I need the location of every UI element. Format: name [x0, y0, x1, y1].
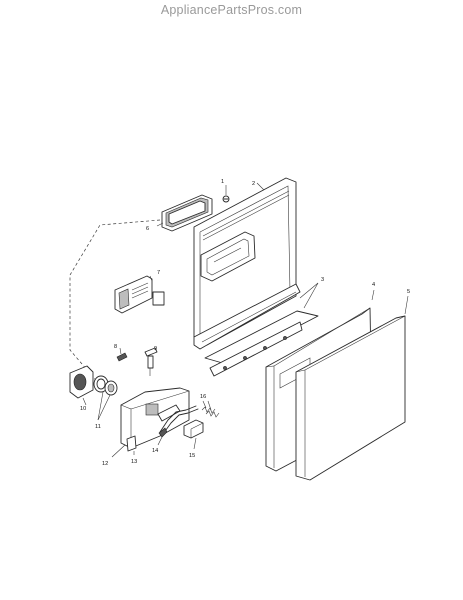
actuator-arm	[157, 405, 199, 446]
callout-6: 6	[146, 226, 149, 232]
callout-10: 10	[80, 406, 86, 412]
callout-8: 8	[114, 344, 117, 350]
callout-12: 12	[102, 461, 108, 467]
callout-3: 3	[321, 277, 324, 283]
solenoid-block	[183, 419, 204, 450]
callout-11: 11	[95, 424, 101, 430]
callout-13: 13	[131, 459, 137, 465]
outer-door-panel	[295, 295, 409, 481]
door-trim-strip	[204, 282, 319, 377]
inner-door-liner	[193, 177, 301, 350]
callout-15: 15	[189, 453, 195, 459]
callout-2: 2	[252, 181, 255, 187]
dashed-reference-outline	[69, 219, 161, 386]
fill-cap-housing	[69, 365, 94, 406]
callout-16: 16	[200, 394, 206, 400]
callout-5: 5	[407, 289, 410, 295]
site-watermark: AppliancePartsPros.com	[160, 3, 303, 17]
seal-rings	[93, 375, 118, 421]
vent-bracket	[114, 275, 165, 314]
callout-7: 7	[157, 270, 160, 276]
screw	[222, 185, 230, 203]
springs	[201, 400, 220, 418]
callout-4: 4	[372, 282, 375, 288]
dispenser-body	[111, 387, 190, 458]
callout-14: 14	[152, 448, 158, 454]
gasket	[156, 194, 213, 232]
connector-pin	[116, 347, 128, 362]
callout-1: 1	[221, 179, 224, 185]
plunger-stem	[144, 347, 158, 376]
cover-tab	[126, 435, 137, 455]
callout-9: 9	[154, 346, 157, 352]
